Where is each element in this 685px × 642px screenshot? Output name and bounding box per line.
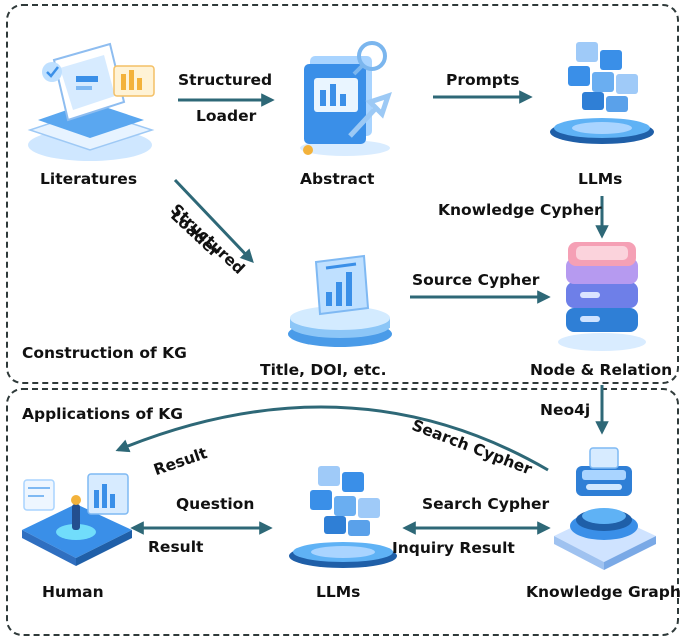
structured-loader-top-line2: Loader (196, 107, 257, 125)
source-cypher-label: Source Cypher (412, 271, 540, 289)
human-icon (14, 460, 134, 579)
knowledge-graph-icon (546, 440, 664, 579)
llms-top-label: LLMs (578, 170, 623, 188)
neo4j-label: Neo4j (540, 401, 591, 419)
node-relation-label: Node & Relation (530, 361, 673, 379)
question-label: Question (176, 495, 255, 513)
arrow-structured-loader-diag (173, 178, 254, 263)
human-label: Human (42, 583, 104, 601)
llms-bottom-label: LLMs (316, 583, 361, 601)
result-bottom-label: Result (148, 538, 204, 556)
construction-panel (6, 4, 679, 384)
database-icon (552, 238, 652, 357)
knowledge-cypher-label: Knowledge Cypher (438, 201, 602, 219)
llms-bottom-icon (278, 458, 408, 577)
arrow-curve-result (115, 405, 549, 472)
abstract-icon (290, 38, 400, 162)
search-cypher-bottom-label: Search Cypher (422, 495, 550, 513)
knowledge-graph-label: Knowledge Graph (526, 583, 681, 601)
literatures-icon (18, 30, 163, 174)
structured-loader-top-line1: Structured (178, 71, 273, 89)
llms-top-icon (540, 36, 665, 155)
applications-panel (6, 388, 679, 636)
inquiry-result-label: Inquiry Result (392, 539, 515, 557)
applications-title: Applications of KG (22, 405, 184, 423)
title-doi-icon (276, 252, 406, 356)
construction-title: Construction of KG (22, 344, 187, 362)
title-doi-label: Title, DOI, etc. (260, 361, 387, 379)
abstract-label: Abstract (300, 170, 375, 188)
literatures-label: Literatures (40, 170, 138, 188)
prompts-label: Prompts (446, 71, 520, 89)
